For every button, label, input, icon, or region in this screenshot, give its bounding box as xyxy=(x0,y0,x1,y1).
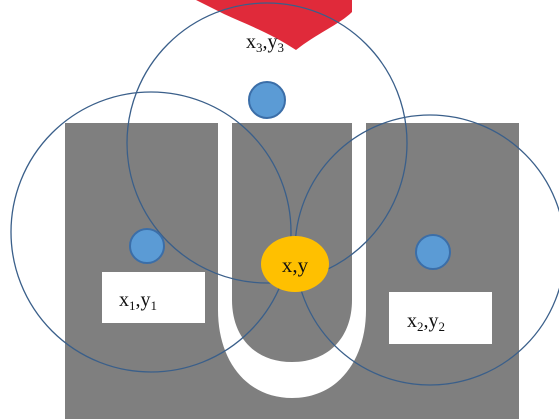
anchor-nodes xyxy=(129,81,451,270)
anchor-label-2: x2,y2 xyxy=(407,310,445,334)
background-logo xyxy=(65,0,519,419)
anchor-label-1: x1,y1 xyxy=(119,289,157,313)
anchor-node-3 xyxy=(248,81,286,119)
range-circle-1 xyxy=(10,91,292,373)
target-node: x,y xyxy=(261,236,329,292)
anchor-label-box-2 xyxy=(389,292,492,344)
anchor-label-3: x3,y3 xyxy=(246,31,284,55)
anchor-node-2 xyxy=(415,234,451,270)
anchor-node-1 xyxy=(129,228,165,264)
target-label: x,y xyxy=(282,253,309,277)
anchor-label-box-1 xyxy=(102,272,205,323)
target-ellipse xyxy=(261,236,329,292)
logo-red-shape xyxy=(196,0,352,50)
range-circle-3 xyxy=(126,2,408,284)
